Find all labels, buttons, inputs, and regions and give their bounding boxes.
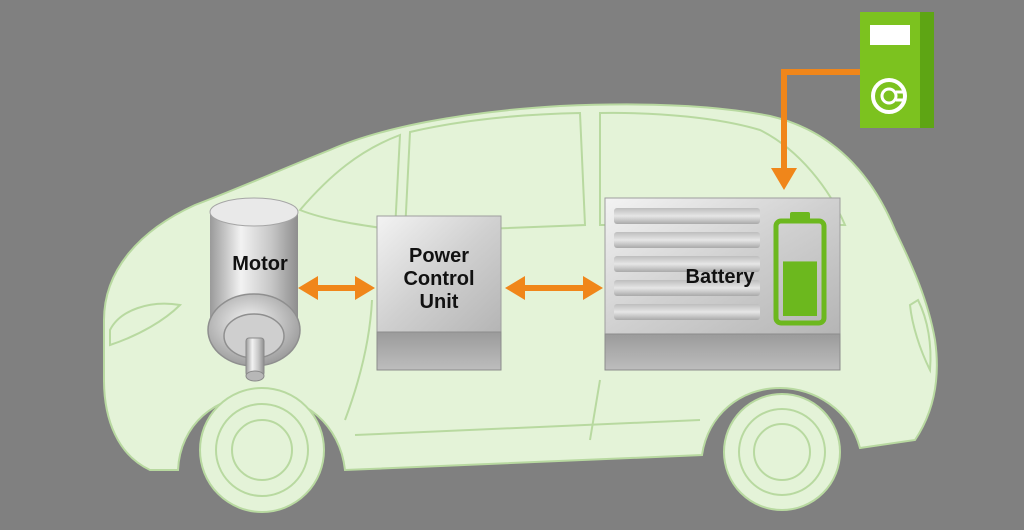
- motor-shaft-end: [245, 370, 265, 382]
- arrows: [298, 69, 860, 300]
- power-control-unit: Power Control Unit: [376, 215, 502, 371]
- pcu-label-line-3: Unit: [420, 291, 459, 313]
- battery-level-icon: [773, 212, 827, 326]
- arrow-pcu-battery: [505, 276, 603, 300]
- cell-strip: [614, 208, 760, 224]
- ev-plug-icon: [871, 78, 907, 114]
- cell-strip: [614, 232, 760, 248]
- battery-base: [604, 333, 841, 371]
- door-line: [344, 299, 373, 421]
- charger-display: [870, 25, 910, 45]
- side-window-front: [403, 111, 587, 234]
- pcu-label-line-1: Power: [409, 245, 469, 267]
- pcu-label-line-2: Control: [403, 268, 474, 290]
- door-line: [589, 379, 601, 441]
- battery-level-fill: [783, 261, 817, 316]
- battery-icon-outline: [773, 218, 827, 326]
- pcu-base: [376, 331, 502, 371]
- tail-light: [908, 298, 932, 374]
- battery-label: Battery: [686, 266, 756, 288]
- motor-shaft: [245, 337, 265, 377]
- pcu-face: [376, 215, 502, 333]
- windshield: [298, 133, 402, 232]
- motor-top: [209, 197, 299, 227]
- sill-line: [354, 419, 701, 436]
- front-wheel: [199, 387, 325, 513]
- motor-label: Motor: [232, 253, 288, 275]
- cell-strip: [614, 304, 760, 320]
- battery-pack: Battery: [604, 197, 841, 371]
- arrow-motor-pcu: [298, 276, 375, 300]
- cell-strip: [614, 256, 760, 272]
- headlight: [109, 302, 183, 347]
- motor: Motor: [207, 197, 301, 382]
- cell-strip: [614, 280, 760, 296]
- arrow-charger-battery: [771, 69, 860, 190]
- battery-cell-strips: [614, 208, 760, 320]
- charger-side: [918, 12, 934, 128]
- rear-wheel: [723, 393, 841, 511]
- charging-station: [860, 12, 934, 128]
